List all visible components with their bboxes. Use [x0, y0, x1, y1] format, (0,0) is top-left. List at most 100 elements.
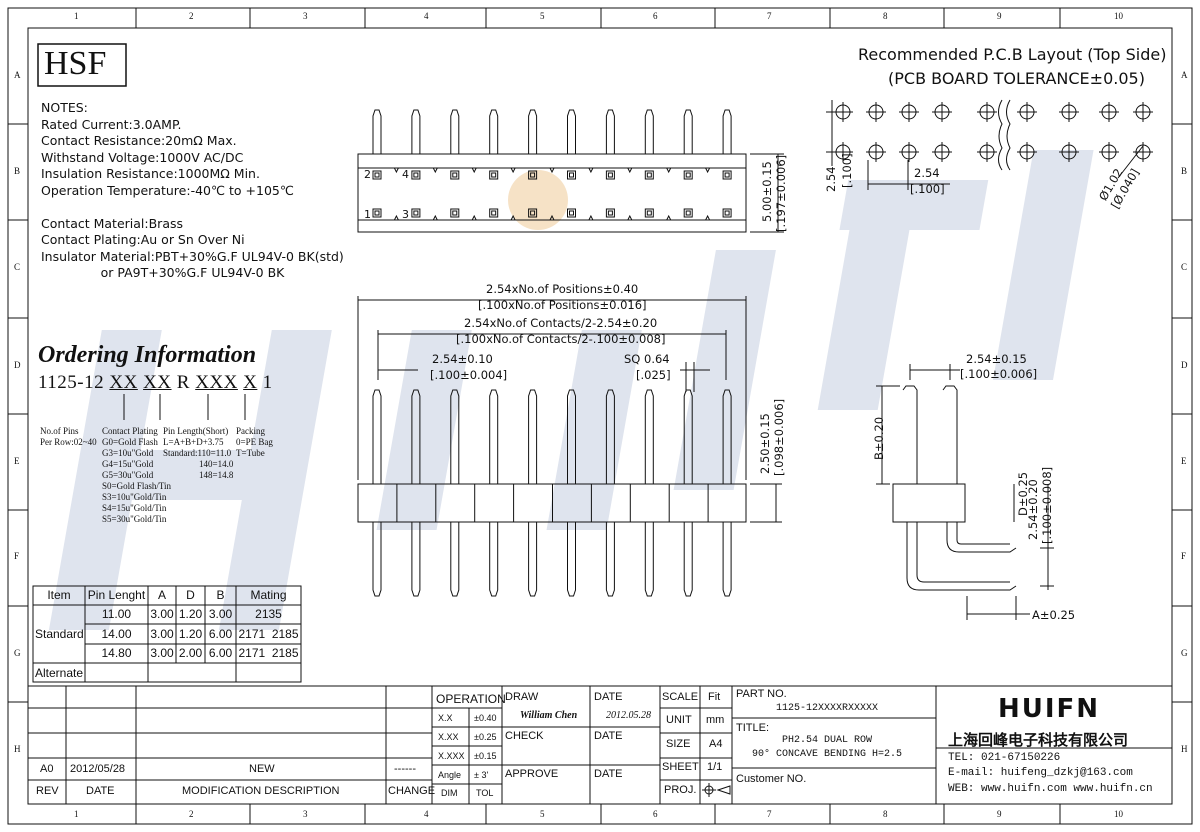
unit-value: mm	[706, 714, 725, 726]
front-pin-upper	[605, 389, 615, 484]
tolerance-key: X.XXX	[438, 751, 465, 761]
row-label-right: A	[1181, 70, 1188, 80]
column-label-top: 9	[997, 11, 1002, 21]
column-label-top: 4	[424, 11, 429, 21]
rev-value: A0	[40, 763, 54, 775]
row-label-right: G	[1181, 648, 1188, 658]
top-terminal-inner	[491, 172, 497, 178]
body-notch	[549, 167, 555, 174]
front-pin-upper	[567, 389, 576, 484]
bottom-terminal	[605, 208, 615, 218]
body-notch	[666, 167, 672, 174]
title-line-2: 90° CONCAVE BENDING H=2.5	[752, 749, 903, 760]
pin-table-cell: 3.00	[150, 627, 174, 641]
draw-date: 2012.05.28	[606, 710, 651, 721]
top-pin	[644, 109, 654, 154]
row-label-left: B	[14, 166, 21, 176]
front-pin-upper	[683, 389, 693, 484]
column-label-bottom: 5	[540, 809, 545, 819]
draw-name: William Chen	[520, 710, 578, 721]
scale-label: SCALE	[662, 691, 699, 703]
pin-table-alternate: Alternate	[35, 666, 84, 680]
note-line: NOTES:	[41, 100, 88, 115]
ordering-option: S3=10u"Gold/Tin	[102, 492, 167, 502]
pcb-break-line	[998, 99, 1003, 171]
body-notch	[393, 167, 399, 174]
bottom-terminal-inner	[724, 210, 730, 216]
bottom-terminal-inner	[685, 210, 691, 216]
ordering-option: Contact Plating	[102, 426, 158, 436]
body-notch	[510, 167, 516, 174]
ordering-option: Standard:110=11.0	[163, 448, 232, 458]
front-pin-lower	[411, 522, 421, 597]
pin-table-cell: 1.20	[178, 607, 203, 621]
pcb-pitch-v-label: 2.54	[824, 166, 838, 192]
front-pin-upper	[372, 389, 382, 484]
ordering-code-part: 1	[257, 372, 273, 393]
tolerance-key: Angle	[438, 770, 462, 780]
ordering-code-part: XXX	[195, 372, 238, 393]
top-terminal-inner	[724, 172, 730, 178]
body-notch	[510, 214, 516, 221]
row-label-right: D	[1181, 360, 1188, 370]
ordering-option: S5=30u"Gold/Tin	[102, 514, 167, 524]
note-line: Rated Current:3.0AMP.	[41, 116, 182, 132]
tolerance-value: ± 3'	[474, 770, 489, 780]
size-label: SIZE	[666, 738, 691, 750]
pcb-layout-subtitle: (PCB BOARD TOLERANCE±0.05)	[888, 69, 1145, 88]
bottom-terminal-inner	[491, 210, 497, 216]
top-terminal	[528, 170, 538, 180]
pin-table-cell: 3.00	[150, 646, 174, 660]
top-pin	[489, 109, 499, 154]
pin-table-cell: 11.00	[101, 607, 132, 621]
size-value: A4	[709, 738, 723, 750]
company-email: E-mail: huifeng_dzkj@163.com	[948, 767, 1133, 779]
front-pin-lower	[450, 522, 460, 597]
sheet-label: SHEET	[662, 761, 699, 773]
bottom-terminal-inner	[374, 210, 380, 216]
column-label-bottom: 4	[424, 809, 429, 819]
ordering-option: 0=PE Bag	[236, 437, 273, 447]
body-notch	[627, 214, 633, 221]
bottom-terminal-inner	[646, 210, 652, 216]
row-label-right: E	[1181, 456, 1187, 466]
rev-header-change: CHANGE	[388, 785, 436, 797]
pin-label-1: 1	[364, 208, 371, 221]
row-label-right: C	[1181, 262, 1188, 272]
body-notch	[432, 167, 438, 174]
bottom-terminal-inner	[452, 210, 458, 216]
pin-table-header: Mating	[250, 588, 287, 602]
top-terminal-inner	[530, 172, 536, 178]
body-notch	[432, 214, 438, 221]
body-notch	[471, 167, 477, 174]
row-label-right: B	[1181, 166, 1188, 176]
company-logo: HUIFN	[998, 694, 1101, 724]
rev-change-value: ------	[394, 763, 416, 775]
top-pin	[450, 109, 460, 154]
front-total-dim: 2.54xNo.of Positions±0.40	[486, 282, 639, 296]
body-notch	[393, 214, 399, 221]
bottom-terminal	[683, 208, 693, 218]
front-total-dim-inch: [.100xNo.of Positions±0.016]	[478, 298, 647, 312]
top-pin	[683, 109, 693, 154]
pcb-break-line	[1006, 99, 1011, 171]
pin-table-cell: 14.00	[101, 627, 132, 641]
pin-table-cell: 2.00	[178, 646, 203, 660]
pin-table-cell: 2135	[255, 607, 282, 621]
column-label-bottom: 8	[883, 809, 888, 819]
row-label-right: F	[1181, 551, 1187, 561]
note-line: Withstand Voltage:1000V AC/DC	[41, 149, 244, 165]
column-label-bottom: 3	[303, 809, 308, 819]
top-pin	[722, 109, 732, 154]
note-line: Insulator Material:PBT+30%G.F UL94V-0 BK…	[41, 248, 344, 264]
tol-label: TOL	[476, 788, 494, 798]
top-terminal	[450, 170, 460, 180]
body-notch	[705, 167, 711, 174]
row-label-left: H	[14, 744, 21, 754]
column-label-top: 1	[74, 11, 79, 21]
row-label-left: D	[14, 360, 21, 370]
front-pin-lower	[722, 522, 732, 597]
row-label-left: E	[14, 456, 20, 466]
front-insul-dim-inch: [.098±0.006]	[772, 398, 786, 476]
